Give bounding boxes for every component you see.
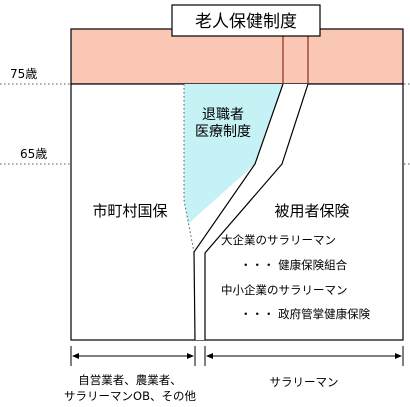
right-span-arrowhead-right: [395, 353, 402, 359]
employee-insurance-label: 被用者保険: [274, 202, 349, 220]
left-group-label-line2: サラリーマンOB、その他: [64, 389, 196, 403]
retiree-area-slope-edge: [183, 199, 195, 253]
elderly-health-band: [70, 28, 404, 85]
left-group-label-line1: 自営業者、農業者、: [78, 373, 182, 387]
title-box: [171, 4, 321, 37]
municipal-insurance-label: 市町村国保: [92, 202, 167, 220]
retiree-label-line1: 退職者: [202, 107, 244, 123]
right-span-arrowhead-left: [206, 353, 213, 359]
diagram-title: 老人保健制度: [195, 12, 297, 32]
small-company-insurer: ・・・ 政府管掌健康保険: [240, 307, 371, 321]
gap-left-edge: [193, 83, 284, 341]
left-span-arrowhead-left: [72, 353, 79, 359]
system-gap-strip: [195, 84, 308, 340]
large-company-insurer: ・・・ 健康保険組合: [240, 258, 348, 272]
retiree-medical-area: [184, 84, 283, 224]
right-group-label: サラリーマン: [270, 375, 339, 389]
large-company-label: 大企業のサラリーマン: [221, 233, 336, 247]
small-company-label: 中小企業のサラリーマン: [221, 283, 348, 297]
left-span-arrowhead-right: [187, 353, 194, 359]
age-75-label: 75歳: [10, 67, 37, 81]
retiree-label-line2: 医療制度: [195, 123, 251, 140]
age-65-label: 65歳: [20, 147, 47, 161]
gap-right-edge: [204, 83, 309, 340]
